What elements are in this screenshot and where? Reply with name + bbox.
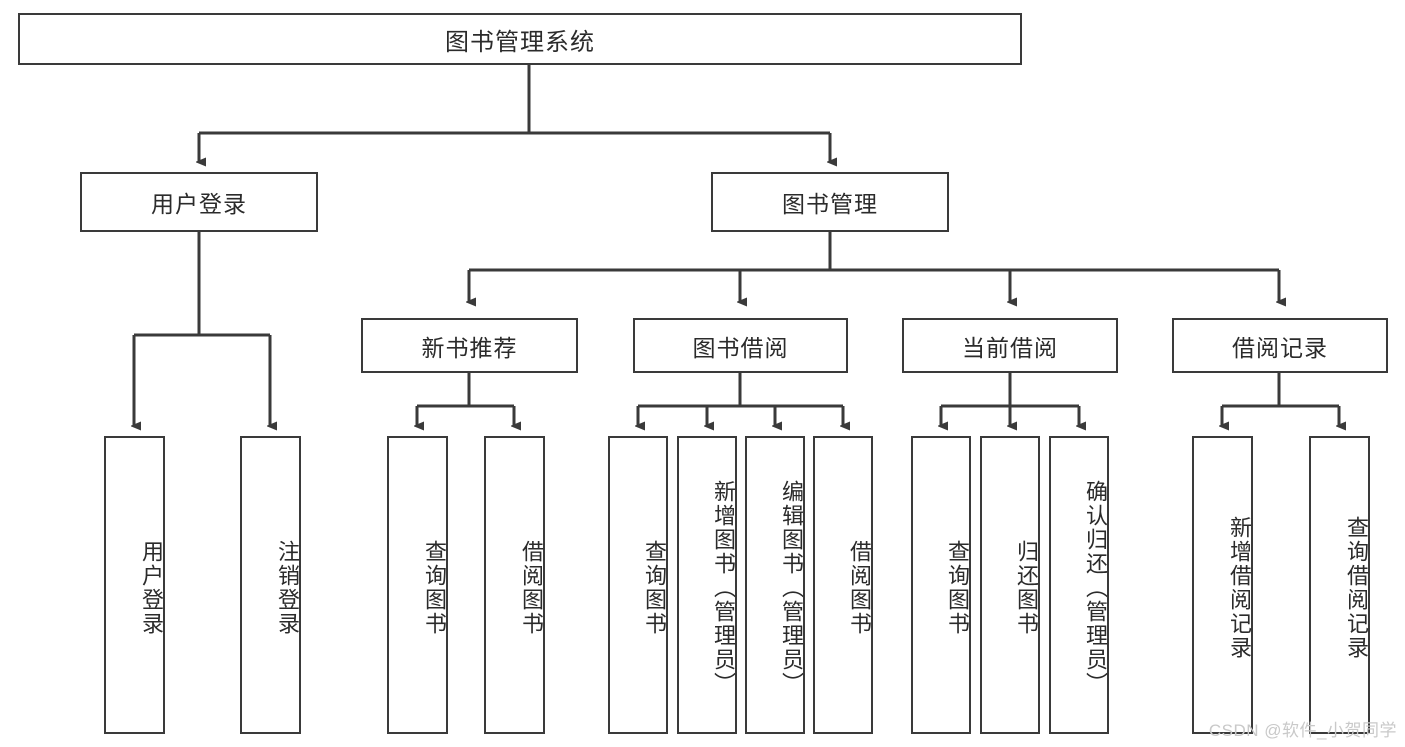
node-label: 借阅记录: [1232, 334, 1328, 361]
leaf-borrow-book-new[interactable]: 借阅图书: [484, 436, 545, 734]
node-borrow-record[interactable]: 借阅记录: [1172, 318, 1388, 373]
node-label: 借阅图书: [519, 540, 544, 636]
node-label: 图书管理: [782, 191, 878, 217]
leaf-logout-login[interactable]: 注销登录: [240, 436, 301, 734]
leaf-add-book-admin[interactable]: 新增图书（管理员）: [677, 436, 737, 734]
node-label: 查询图书: [945, 540, 970, 636]
node-label: 确认归还（管理员）: [1083, 480, 1108, 696]
leaf-add-borrow-record[interactable]: 新增借阅记录: [1192, 436, 1253, 734]
node-label: 图书借阅: [692, 334, 789, 361]
node-label: 图书管理系统: [445, 28, 595, 56]
node-book-borrow[interactable]: 图书借阅: [633, 318, 848, 373]
leaf-query-book-new[interactable]: 查询图书: [387, 436, 448, 734]
node-new-book-recommend[interactable]: 新书推荐: [361, 318, 578, 373]
leaf-user-login[interactable]: 用户登录: [104, 436, 165, 734]
leaf-edit-book-admin[interactable]: 编辑图书（管理员）: [745, 436, 805, 734]
leaf-confirm-return-admin[interactable]: 确认归还（管理员）: [1049, 436, 1109, 734]
leaf-query-book-borrow[interactable]: 查询图书: [608, 436, 668, 734]
node-current-borrow[interactable]: 当前借阅: [902, 318, 1118, 373]
node-user-login[interactable]: 用户登录: [80, 172, 318, 232]
node-label: 归还图书: [1014, 540, 1039, 636]
node-book-management[interactable]: 图书管理: [711, 172, 949, 232]
node-label: 注销登录: [275, 540, 300, 636]
node-label: 查询图书: [642, 540, 667, 636]
leaf-query-book-current[interactable]: 查询图书: [911, 436, 971, 734]
node-label: 新增借阅记录: [1227, 516, 1252, 660]
leaf-borrow-book[interactable]: 借阅图书: [813, 436, 873, 734]
node-root-system[interactable]: 图书管理系统: [18, 13, 1022, 65]
node-label: 查询图书: [422, 540, 447, 636]
node-label: 用户登录: [151, 191, 247, 217]
node-label: 借阅图书: [847, 540, 872, 636]
watermark-text: CSDN @软件_小贺同学: [1208, 721, 1397, 740]
node-label: 新书推荐: [421, 334, 518, 361]
node-label: 编辑图书（管理员）: [779, 480, 804, 696]
node-label: 新增图书（管理员）: [711, 480, 736, 696]
leaf-query-borrow-record[interactable]: 查询借阅记录: [1309, 436, 1370, 734]
node-label: 查询借阅记录: [1344, 516, 1369, 660]
node-label: 用户登录: [139, 540, 164, 636]
node-label: 当前借阅: [962, 334, 1058, 361]
leaf-return-book[interactable]: 归还图书: [980, 436, 1040, 734]
